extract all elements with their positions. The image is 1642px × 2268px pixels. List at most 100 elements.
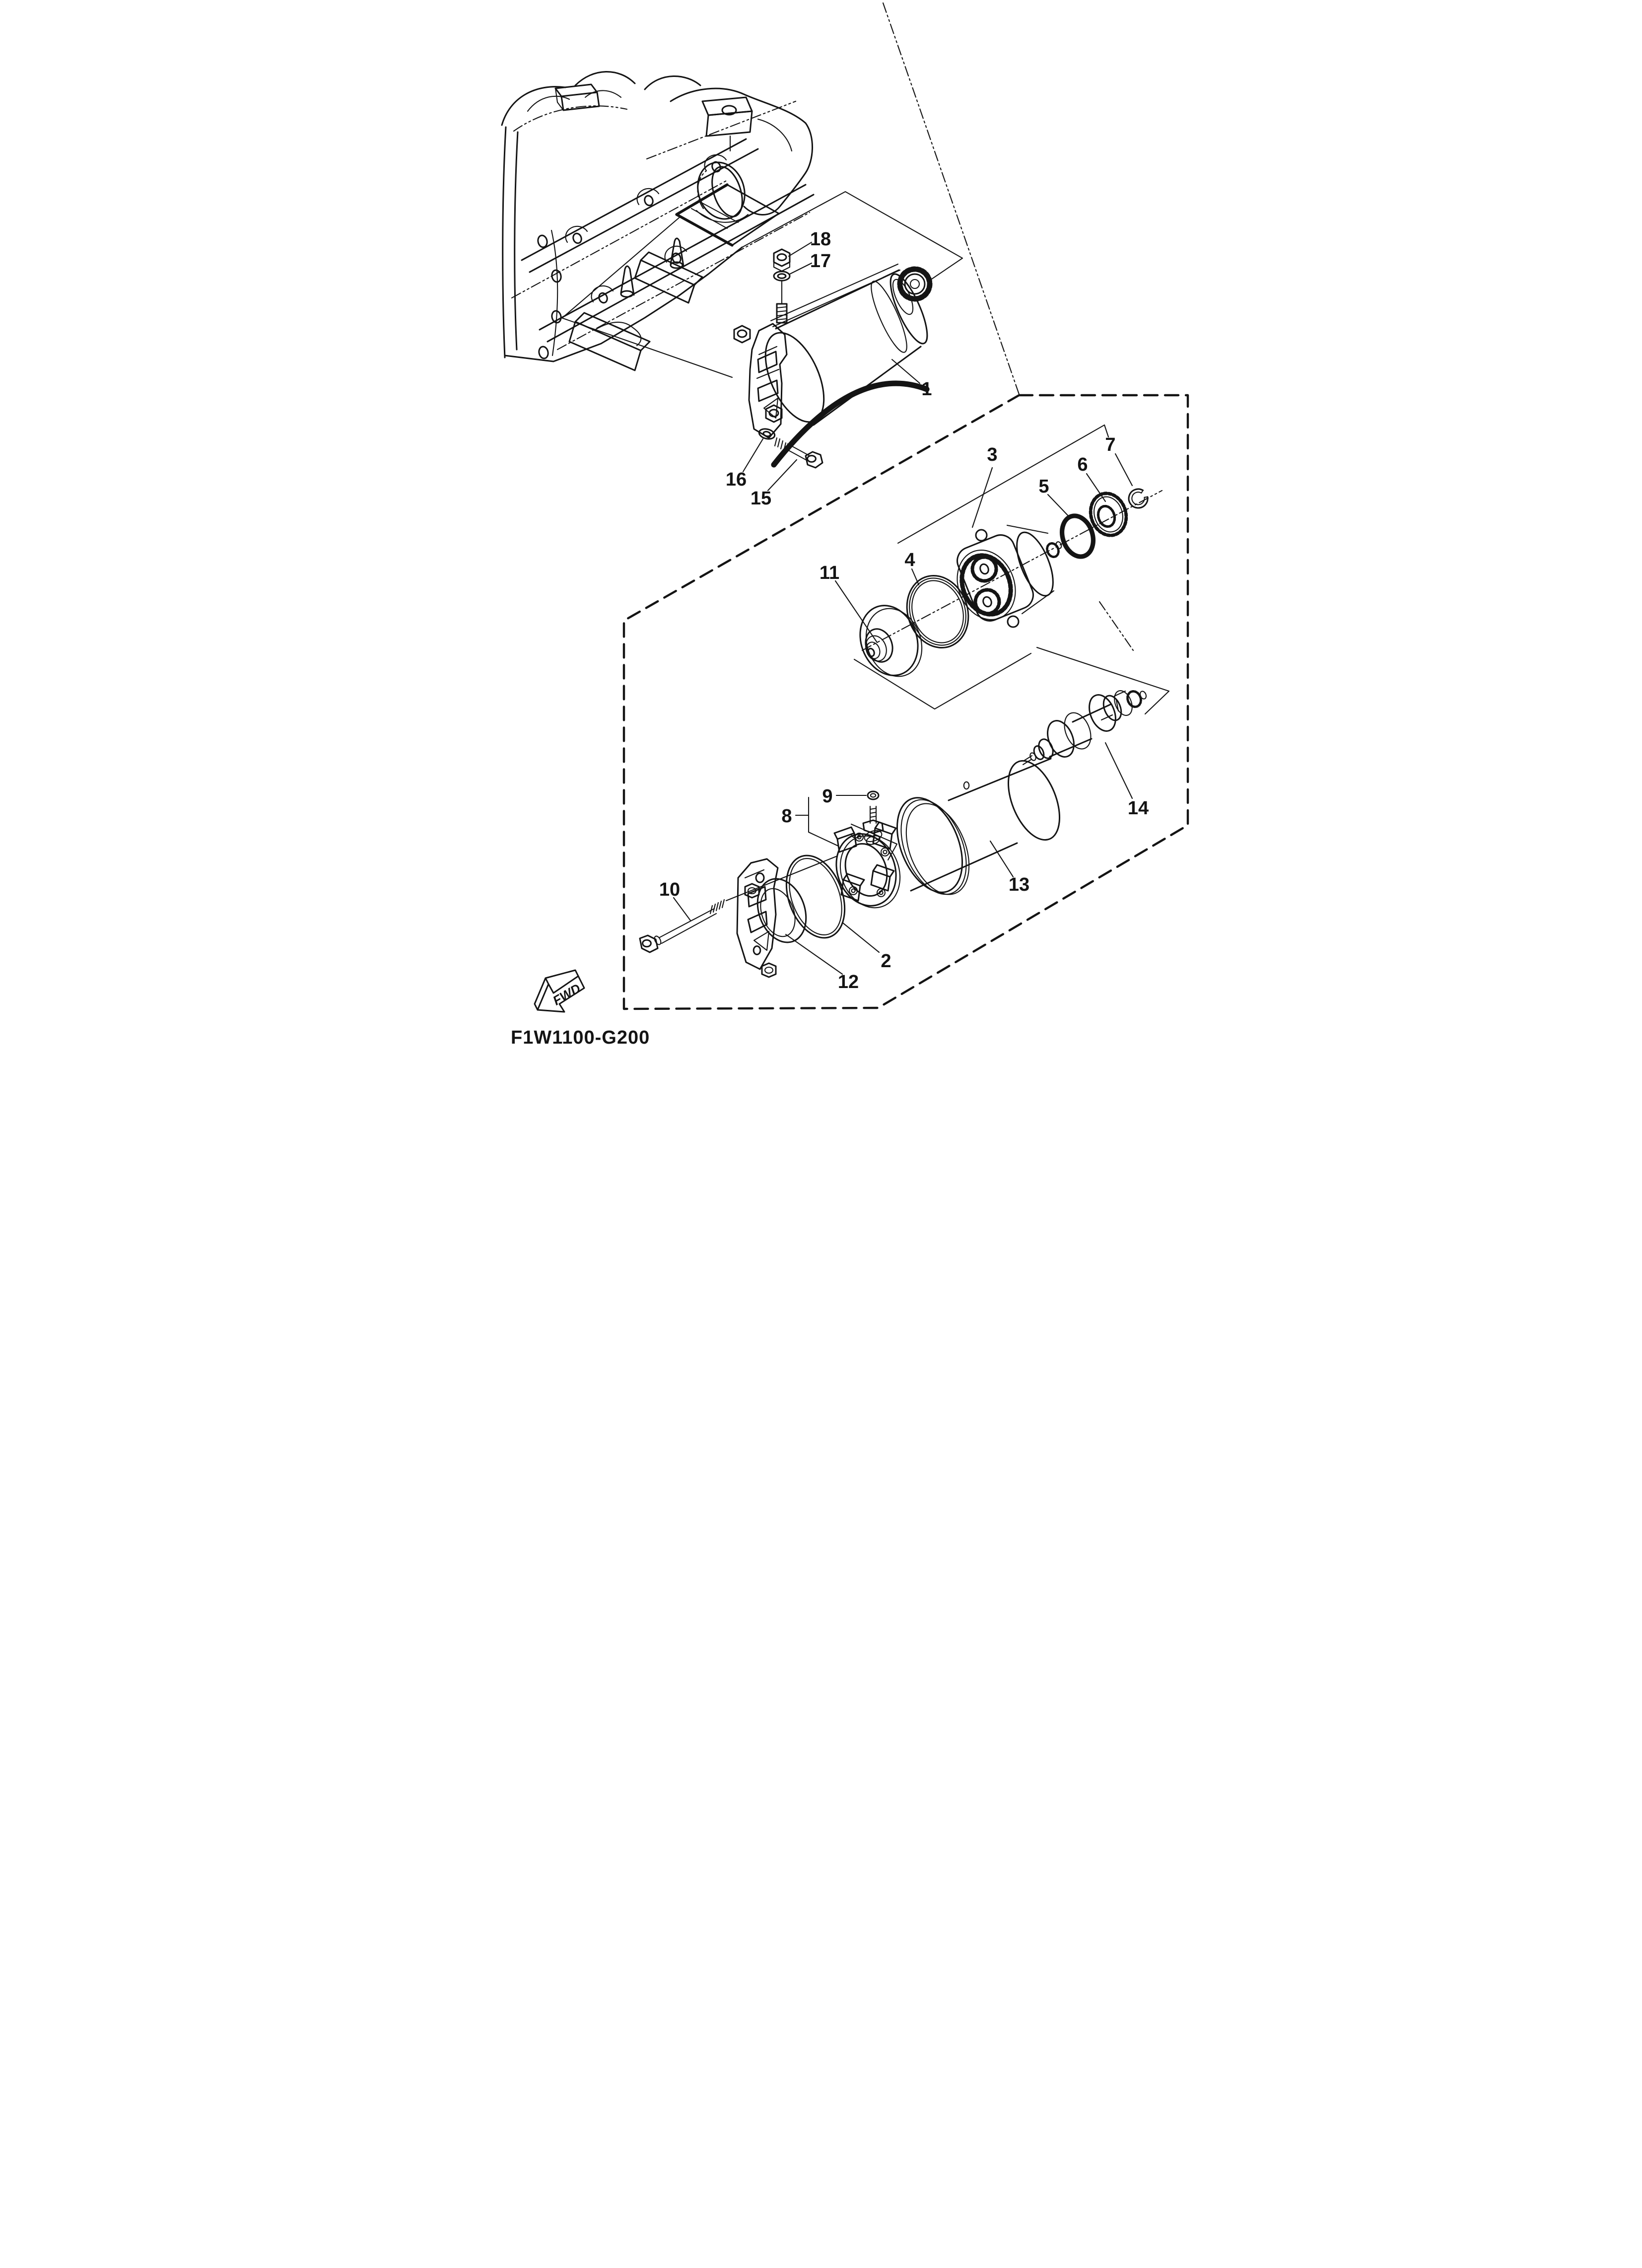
leader-6 — [1086, 473, 1106, 502]
flange-hole — [975, 529, 988, 542]
bolt-hole — [551, 269, 562, 283]
engine-pad — [560, 91, 600, 111]
leader-13 — [989, 840, 1014, 878]
leader-10 — [673, 897, 691, 921]
starter-mounting-boss — [670, 87, 814, 215]
callout-9: 9 — [822, 786, 832, 807]
cable-crescent — [771, 380, 930, 468]
axis-line — [861, 490, 1163, 651]
ring-gear-teeth — [959, 553, 1013, 617]
page-background — [410, 0, 1232, 1134]
leader-12 — [785, 933, 843, 975]
brush — [870, 864, 895, 892]
figure-code: F1W1100-G200 — [511, 1027, 650, 1048]
leader-14 — [1104, 742, 1133, 799]
leader-5 — [1047, 494, 1071, 518]
engine-boss-block — [568, 321, 642, 371]
callout-12: 12 — [838, 972, 859, 992]
thrust-washer-11 — [859, 605, 923, 677]
commutator — [1102, 695, 1122, 721]
callout-15: 15 — [751, 488, 771, 509]
witness-line — [560, 317, 733, 378]
callout-6: 6 — [1077, 454, 1088, 475]
brush-holder-8 — [833, 805, 901, 909]
vent-hole — [963, 781, 970, 790]
callout-5: 5 — [1038, 476, 1049, 497]
leader-17 — [789, 262, 813, 275]
bolt-hole — [551, 310, 562, 324]
shaft-spline — [1126, 690, 1142, 709]
callout-8: 8 — [781, 806, 792, 827]
mounting-stud — [620, 265, 635, 296]
bolt-hole — [755, 872, 765, 883]
engine-boss-block — [634, 259, 695, 304]
washer-16 — [758, 428, 776, 440]
terminal-stud — [862, 805, 884, 845]
callout-18: 18 — [810, 229, 831, 250]
exploded-view-boundary — [622, 394, 1189, 1010]
o-ring-9 — [867, 790, 880, 800]
planetary-gear-case-3 — [957, 524, 1062, 628]
o-ring-4 — [906, 574, 969, 649]
diagram-page: 1 2 3 4 5 6 7 8 9 10 11 12 13 14 15 16 1… — [410, 0, 1232, 1134]
bolt-hole — [538, 346, 549, 359]
leader-1 — [891, 358, 921, 384]
callout-4: 4 — [904, 550, 915, 570]
witness-line — [561, 215, 682, 319]
callout-11: 11 — [820, 563, 839, 583]
motor-end-cap — [764, 332, 825, 423]
mounting-stud — [670, 237, 684, 267]
mount-bolt-15 — [774, 437, 823, 469]
o-ring-5 — [1060, 513, 1095, 559]
exploded-parts-drawing — [639, 424, 1170, 978]
leader-11 — [834, 580, 878, 643]
subassembly-chevron — [1036, 646, 1170, 715]
subassembly-bracket — [853, 652, 1032, 710]
hex-bolt — [733, 325, 751, 344]
hex-bolt — [765, 404, 783, 423]
bolt-hole — [537, 234, 548, 248]
through-bolt-10 — [639, 855, 838, 953]
pinion-gear — [897, 266, 933, 302]
fwd-arrow-face — [537, 975, 585, 1013]
callout-16: 16 — [726, 469, 747, 490]
yoke-housing-13 — [896, 758, 1061, 895]
planet-gear — [970, 555, 998, 583]
o-ring-2 — [785, 854, 846, 939]
starting-motor-assembly-drawing — [733, 248, 933, 469]
leader-18 — [788, 241, 813, 257]
callout-13: 13 — [1009, 874, 1029, 895]
circlip-7 — [1128, 488, 1149, 509]
callout-3: 3 — [987, 444, 997, 465]
location-chevron — [741, 191, 963, 280]
starting-motor-parts-diagram: 1 2 3 4 5 6 7 8 9 10 11 12 13 14 15 16 1… — [410, 0, 1232, 1134]
end-bracket-12 — [736, 858, 807, 978]
hex-bolt — [761, 962, 777, 978]
callout-17: 17 — [810, 251, 831, 272]
engine-crankcase-drawing — [501, 2, 1020, 395]
motor-mount-bracket — [733, 323, 788, 439]
leader-7 — [1114, 453, 1133, 487]
through-bolt-rod — [770, 263, 899, 322]
terminal-stud — [776, 280, 788, 324]
brush — [833, 826, 857, 853]
axis-line — [1098, 601, 1134, 651]
cut-plane — [675, 183, 734, 247]
fwd-arrow-depth — [534, 969, 579, 1011]
leader-4 — [911, 568, 920, 586]
axis-line — [882, 2, 1020, 395]
flange-hole — [1007, 615, 1020, 628]
subassembly-bracket — [897, 424, 1109, 544]
callout-7: 7 — [1105, 434, 1115, 455]
hex-bolt — [744, 883, 760, 899]
leader-16 — [742, 438, 764, 473]
callout-labels: 1 2 3 4 5 6 7 8 9 10 11 12 13 14 15 16 1… — [659, 229, 1149, 992]
callout-1: 1 — [921, 379, 932, 400]
brush — [872, 821, 897, 850]
bolt-hole — [753, 945, 761, 955]
planet-gear — [973, 588, 1001, 616]
callout-2: 2 — [881, 951, 891, 972]
leader-15 — [767, 459, 798, 492]
callout-14: 14 — [1128, 798, 1149, 819]
leader-2 — [841, 921, 880, 953]
